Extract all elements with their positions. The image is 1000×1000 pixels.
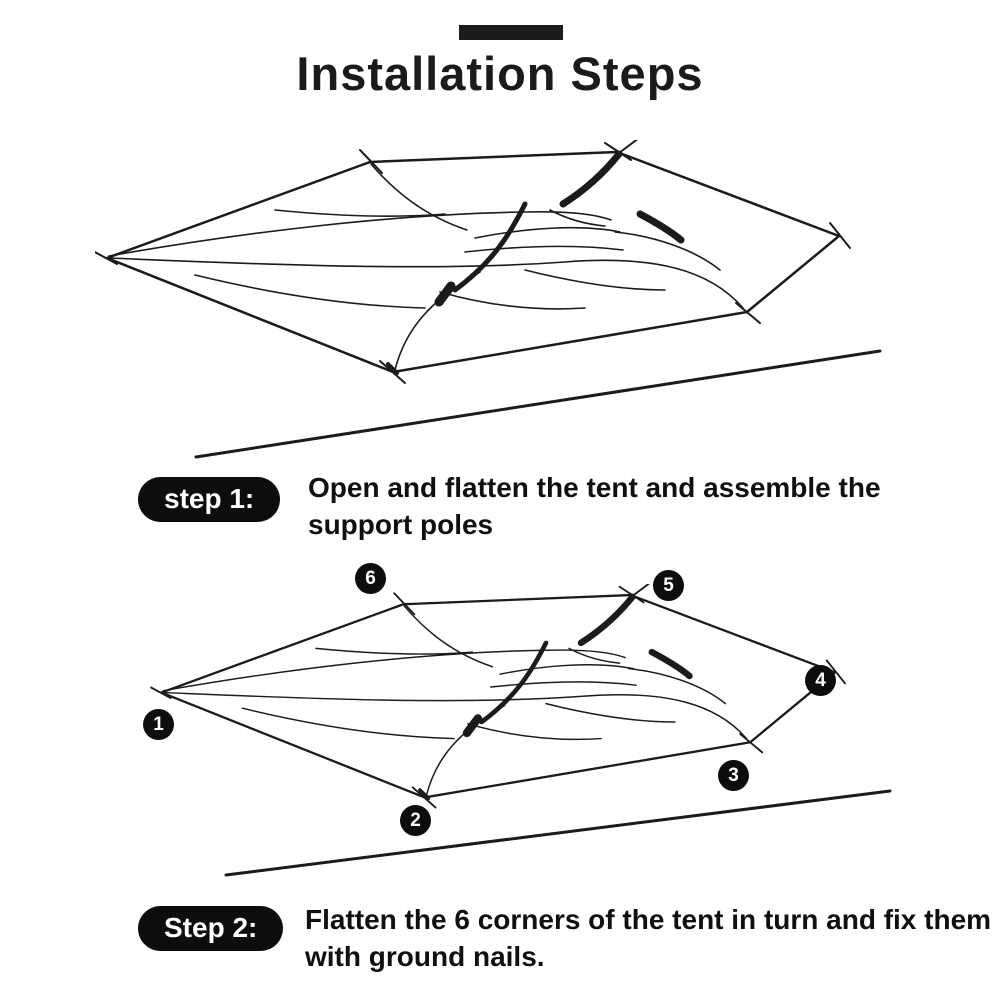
ground-line-1-icon bbox=[194, 349, 882, 459]
corner-badge-5: 5 bbox=[653, 570, 684, 601]
step2-badge: Step 2: bbox=[138, 906, 284, 951]
ground-line-2-icon bbox=[224, 789, 892, 877]
step1-badge: step 1: bbox=[138, 477, 281, 522]
corner-badge-1: 1 bbox=[143, 709, 174, 740]
corner-badge-4: 4 bbox=[805, 665, 836, 696]
tent-corners-illustration: 1 2 3 4 5 6 bbox=[150, 562, 850, 842]
step1-description: Open and flatten the tent and assemble t… bbox=[308, 472, 881, 540]
step2-description: Flatten the 6 corners of the tent in tur… bbox=[305, 904, 992, 972]
corner-badge-3: 3 bbox=[718, 760, 749, 791]
page-title: Installation Steps bbox=[296, 47, 704, 100]
corner-badge-6: 6 bbox=[355, 563, 386, 594]
title-accent-bar bbox=[459, 25, 563, 40]
corner-badge-2: 2 bbox=[400, 805, 431, 836]
